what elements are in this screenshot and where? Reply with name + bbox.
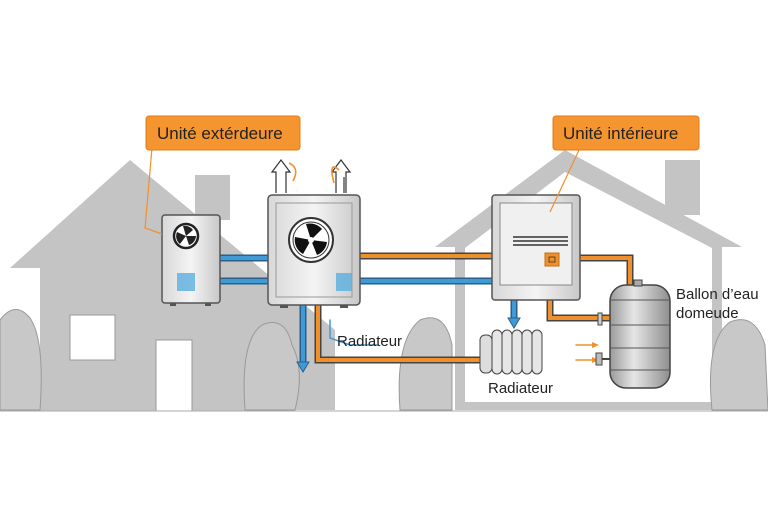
pipes <box>194 252 634 369</box>
callout-line <box>144 147 163 235</box>
fan-icon <box>172 222 200 250</box>
arrowhead <box>507 317 521 329</box>
arrowhead <box>592 342 599 348</box>
radiator-label-right: Radiateur <box>488 380 553 397</box>
orange-pipe <box>316 303 484 362</box>
radiator-callout-line <box>329 319 379 346</box>
rotation-arrow-icon <box>288 162 340 184</box>
outdoor-unit-label: Unité extérdeure <box>145 115 301 151</box>
bush <box>398 317 453 411</box>
bush <box>243 322 300 411</box>
window <box>69 314 116 361</box>
radiator-icon <box>479 329 543 375</box>
outdoor-unit-small <box>161 214 221 306</box>
tank-label-line2: domeude <box>676 305 739 322</box>
door <box>155 339 193 412</box>
bush <box>0 309 42 411</box>
bush <box>709 319 768 411</box>
up-arrow-icon <box>270 159 352 193</box>
callout-line <box>549 147 581 213</box>
outdoor-unit-label-text: Unité extérdeure <box>157 124 283 143</box>
radiator-label-left: Radiateur <box>337 333 402 350</box>
tank-label-line1: Ballon d’eau <box>676 286 759 303</box>
vent-lines <box>513 236 568 246</box>
outdoor-unit-main <box>267 159 361 308</box>
water-tank-icon <box>595 279 671 389</box>
indoor-unit <box>491 194 581 301</box>
fan-icon <box>288 217 334 263</box>
indoor-unit-label: Unité intérieure <box>552 115 700 151</box>
arrowhead <box>296 361 310 373</box>
orange-pipe <box>578 256 632 292</box>
indoor-unit-label-text: Unité intérieure <box>563 124 678 143</box>
orange-pipe <box>548 298 614 320</box>
